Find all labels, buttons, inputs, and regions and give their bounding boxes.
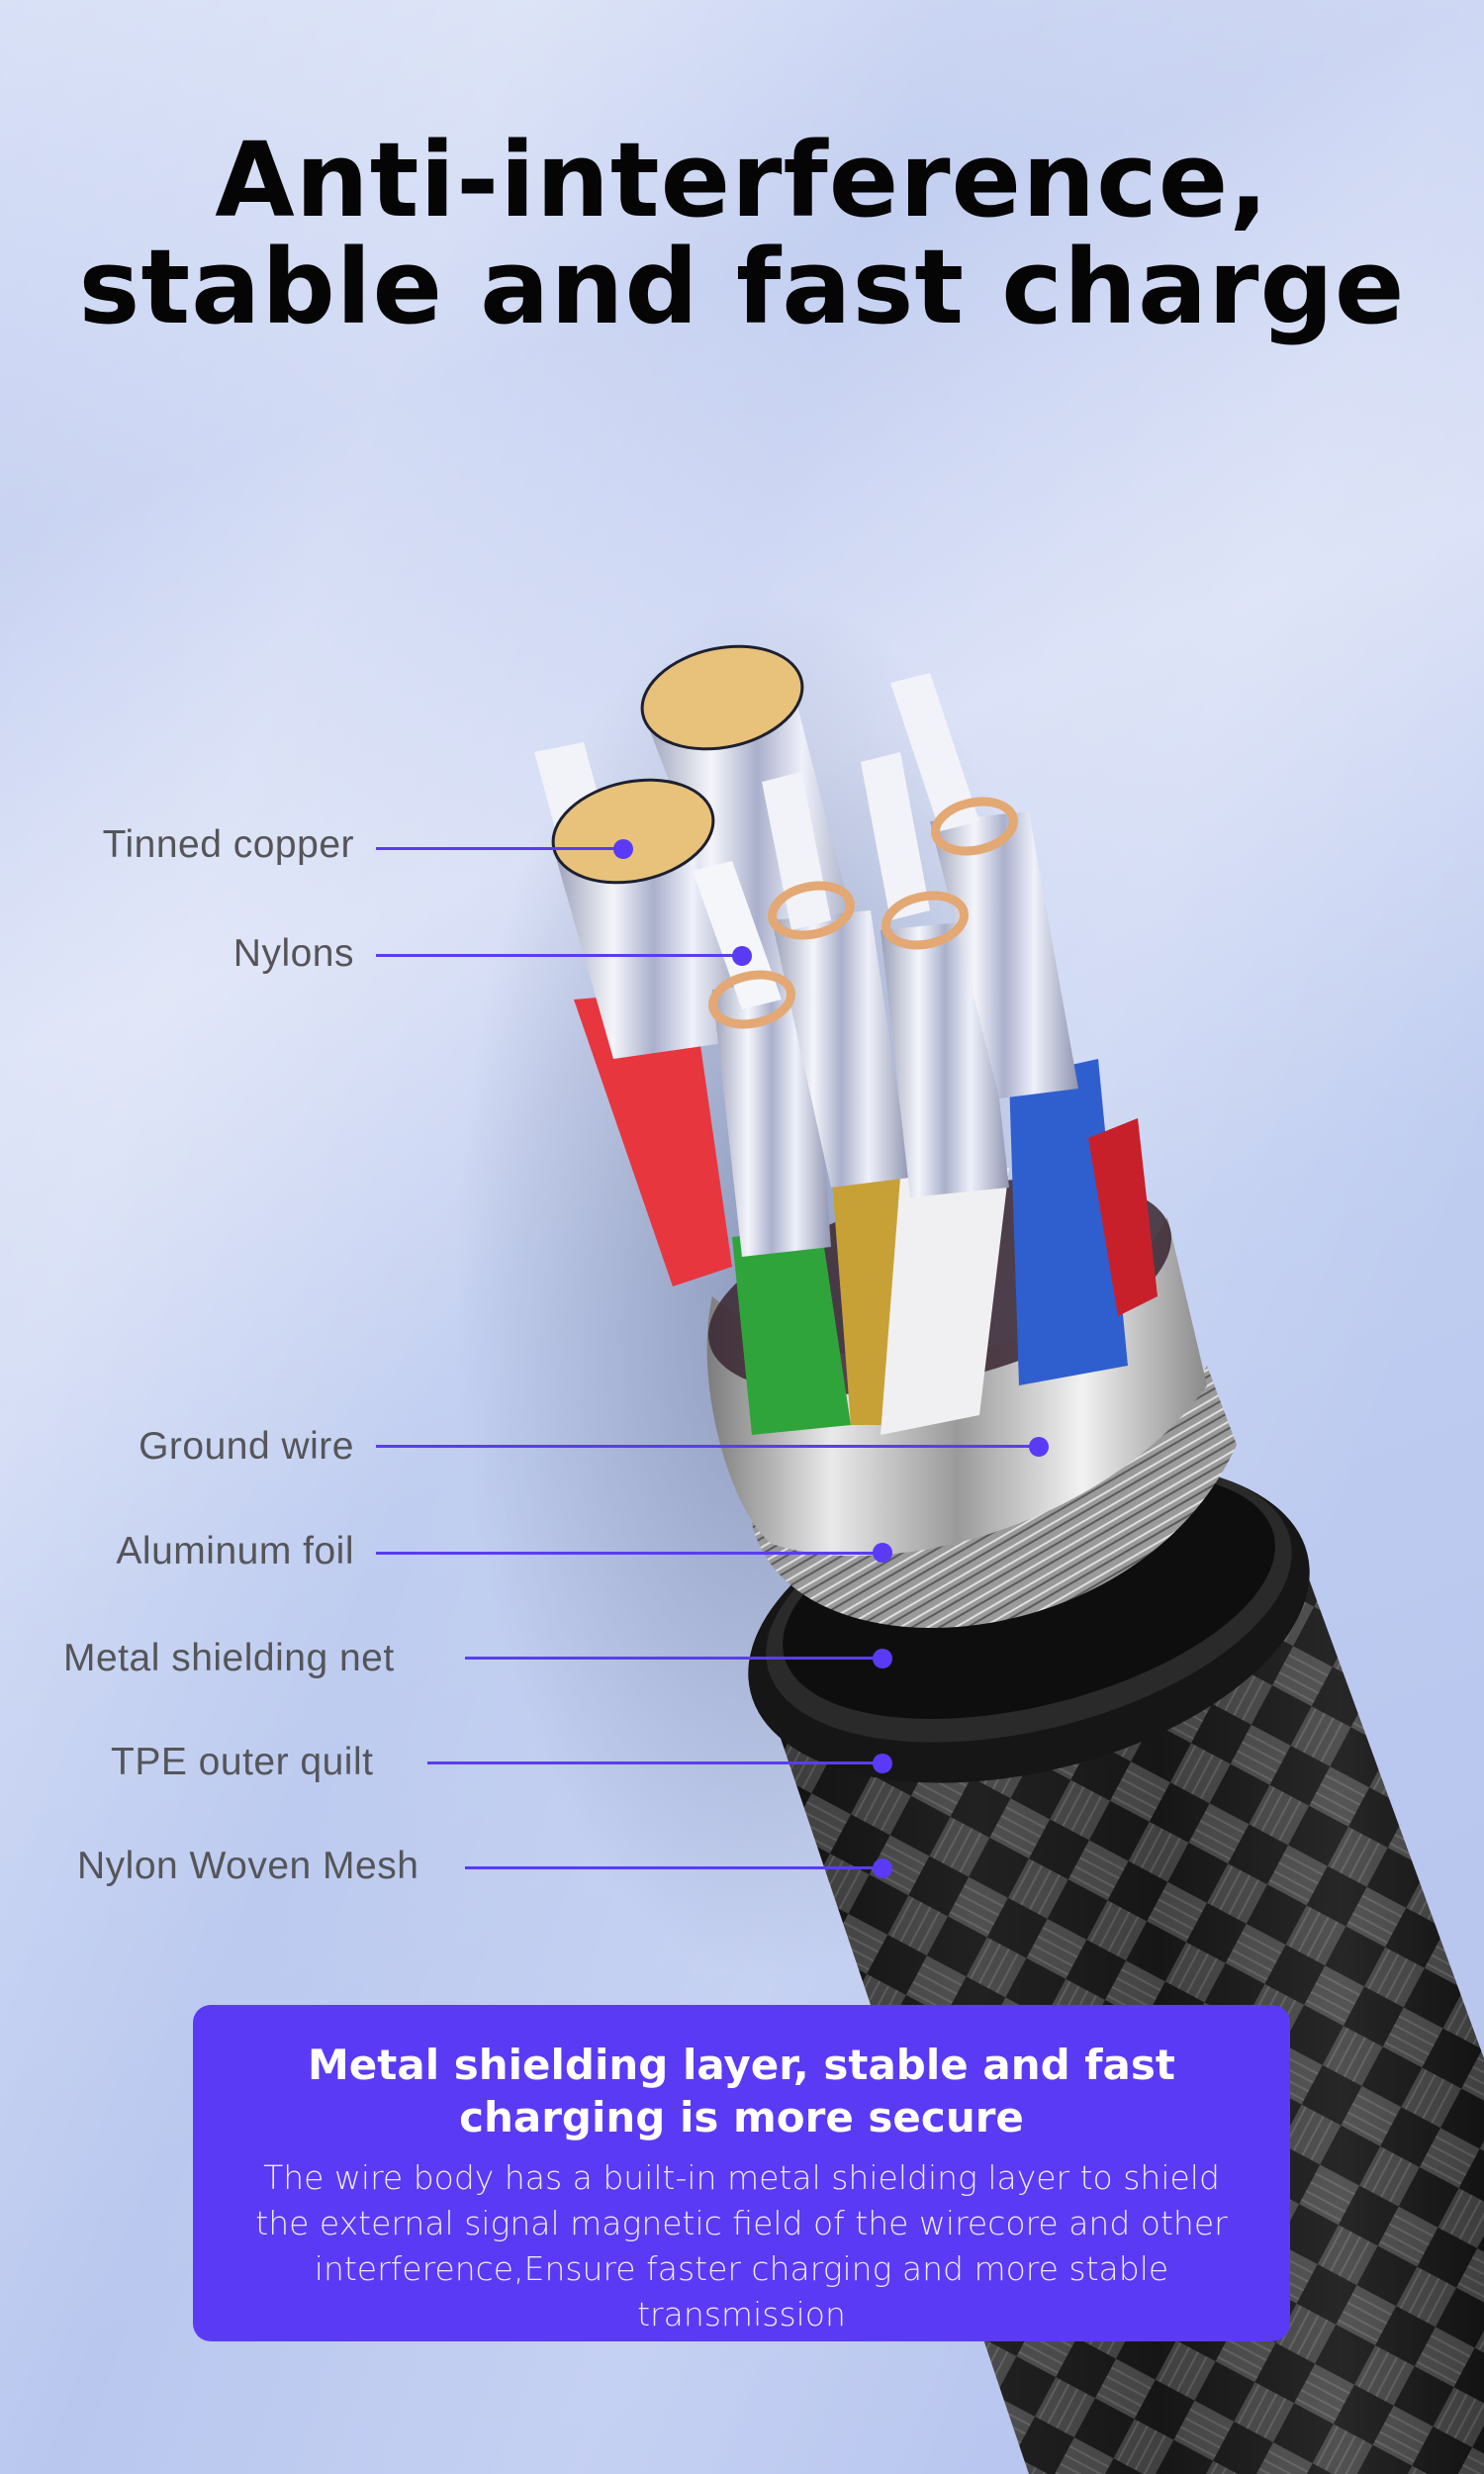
green-wire bbox=[732, 1227, 851, 1435]
label-aluminum-foil: Aluminum foil bbox=[116, 1530, 354, 1572]
marker-dot-tpe-outer-quilt[interactable] bbox=[873, 1754, 892, 1773]
marker-dot-nylons[interactable] bbox=[732, 946, 752, 966]
label-ground-wire: Ground wire bbox=[139, 1425, 354, 1468]
white-wire bbox=[881, 1168, 1009, 1435]
page-title: Anti-interference, stable and fast charg… bbox=[0, 127, 1484, 340]
leader-line-aluminum-foil bbox=[376, 1552, 882, 1555]
marker-dot-tinned-copper[interactable] bbox=[613, 839, 633, 859]
leader-line-tpe-outer-quilt bbox=[427, 1761, 882, 1764]
leader-line-nylons bbox=[376, 954, 742, 957]
label-metal-shielding-net: Metal shielding net bbox=[63, 1637, 395, 1679]
red-wire bbox=[574, 990, 732, 1286]
info-card-title: Metal shielding layer, stable and fast c… bbox=[193, 2039, 1290, 2143]
info-card-body-line-2: the external signal magnetic field of th… bbox=[255, 2204, 1228, 2242]
marker-dot-aluminum-foil[interactable] bbox=[873, 1543, 892, 1563]
leader-line-metal-shielding-net bbox=[465, 1657, 882, 1660]
info-card-body-line-1: The wire body has a built-in metal shiel… bbox=[263, 2158, 1220, 2197]
metal-shielding-net bbox=[752, 1366, 1237, 1628]
marker-dot-metal-shielding-net[interactable] bbox=[873, 1649, 892, 1668]
info-card-body-line-4: transmission bbox=[637, 2295, 846, 2333]
page-title-line-2: stable and fast charge bbox=[78, 227, 1406, 347]
marker-dot-nylon-woven-mesh[interactable] bbox=[873, 1858, 892, 1878]
info-card-body: The wire body has a built-in metal shiel… bbox=[193, 2155, 1290, 2337]
label-nylons: Nylons bbox=[232, 932, 354, 975]
leader-line-tinned-copper bbox=[376, 847, 623, 850]
label-tpe-outer-quilt: TPE outer quilt bbox=[111, 1741, 374, 1783]
info-card-title-line-1: Metal shielding layer, stable and fast bbox=[308, 2041, 1175, 2089]
leader-line-nylon-woven-mesh bbox=[465, 1866, 882, 1869]
leader-line-ground-wire bbox=[376, 1445, 1039, 1448]
info-card: Metal shielding layer, stable and fast c… bbox=[193, 2005, 1290, 2341]
label-tinned-copper: Tinned copper bbox=[102, 823, 354, 866]
label-nylon-woven-mesh: Nylon Woven Mesh bbox=[77, 1845, 419, 1887]
info-card-title-line-2: charging is more secure bbox=[459, 2093, 1024, 2141]
marker-dot-ground-wire[interactable] bbox=[1029, 1437, 1049, 1457]
info-card-body-line-3: interference,Ensure faster charging and … bbox=[314, 2249, 1169, 2288]
page-title-line-1: Anti-interference, bbox=[215, 120, 1269, 240]
